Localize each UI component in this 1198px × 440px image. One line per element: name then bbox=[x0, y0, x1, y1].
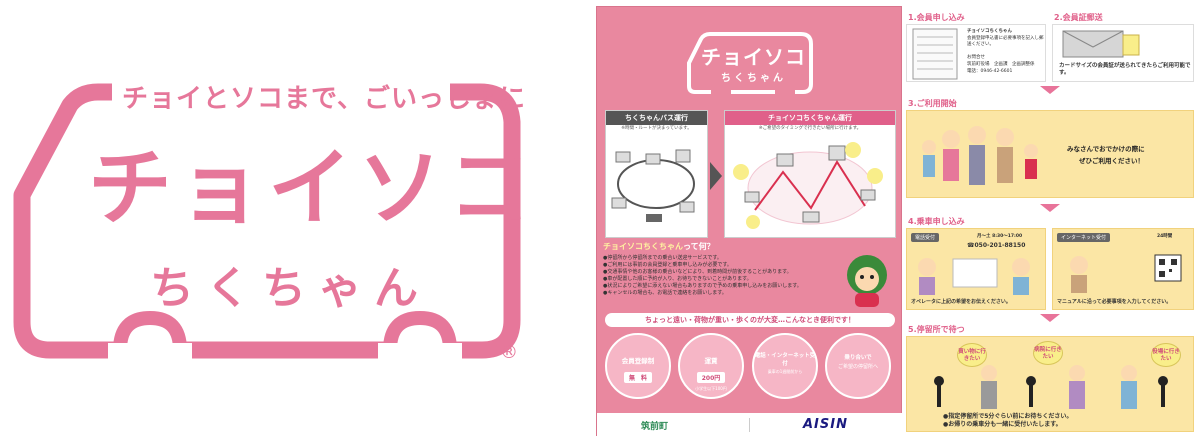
bus-route-sub: ※時間・ルートが決まっています。 bbox=[621, 126, 692, 131]
on-demand-route bbox=[733, 142, 883, 229]
feature-title: 乗り合いで bbox=[844, 355, 872, 361]
step-2-caption: カードサイズの会員証が送られてきたらご利用可能です。 bbox=[1059, 63, 1191, 76]
logo-tagline: チョイとソコまで、ごいっしょに bbox=[122, 84, 526, 114]
family-illustration-icon bbox=[922, 126, 1038, 185]
logo-subtitle: ちくちゃん bbox=[150, 263, 430, 314]
choisoko-route-panel: チョイソコちくちゃん運行 ※ご希望のタイミングで行きたい場所に行けます。 bbox=[724, 110, 896, 238]
feature-title: 運賃 bbox=[704, 357, 718, 365]
logo-title: チョイソコ bbox=[88, 139, 539, 237]
feature-note: 乗車の1週間前から bbox=[767, 369, 803, 374]
step-3-caption-2: ぜひご利用ください！ bbox=[1079, 157, 1144, 165]
flyer-footer: 筑前町 AISIN bbox=[597, 413, 903, 436]
car-shape-logo bbox=[13, 76, 521, 363]
feature-reception: 電話・インターネット受付 乗車の1週間前から bbox=[752, 333, 818, 399]
small-car-logo bbox=[687, 32, 813, 95]
choisoko-route-sub: ※ご希望のタイミングで行きたい場所に行けます。 bbox=[758, 126, 862, 131]
down-arrow-icon bbox=[1040, 86, 1060, 94]
step-1-title: 1.会員申し込み bbox=[908, 13, 965, 22]
step-4-title: 4.乗車申し込み bbox=[908, 217, 965, 226]
step-1-name: チョイソコちくちゃん bbox=[967, 29, 1012, 34]
phone-number: ☎050-201-88150 bbox=[967, 242, 1026, 249]
down-arrow-icon bbox=[1040, 204, 1060, 212]
internet-reception-tag: インターネット受付 bbox=[1057, 233, 1111, 242]
fixed-loop-route bbox=[611, 149, 695, 222]
step-3-caption-1: みなさんでおでかけの際に bbox=[1067, 145, 1145, 153]
small-logo-title: チョイソコ bbox=[701, 45, 806, 69]
bullet-line: ●状況によりご希望に添えない場合もありますので予めの乗車申し込みをお願いします。 bbox=[603, 283, 802, 289]
bullet-line: ●キャンセルの場合も、お電話で連絡をお願いします。 bbox=[603, 290, 727, 296]
internet-illustration-icon bbox=[1070, 254, 1182, 293]
down-arrow-icon bbox=[1040, 314, 1060, 322]
step-5-box: 買い物に行きたい 病院に行きたい 役場に行きたい ●指定停留所で5分ぐらい前にお… bbox=[906, 336, 1194, 432]
flyer-steps-panel: 1.会員申し込み チョイソコちくちゃん 会員登録申込書に必要事項を記入し郵送くだ… bbox=[902, 6, 1198, 436]
choisoko-route-title: チョイソコちくちゃん運行 bbox=[725, 111, 895, 125]
envelope-icon bbox=[1062, 30, 1140, 58]
phone-caption: オペレータに上記の希望をお伝えください。 bbox=[911, 299, 1011, 305]
step-3-title: 3.ご利用開始 bbox=[908, 99, 957, 108]
bubble-shopping: 買い物に行きたい bbox=[957, 343, 987, 367]
feature-title: 電話・インターネット受付 bbox=[754, 353, 816, 367]
step-5-title: 5.停留所で待つ bbox=[908, 325, 965, 334]
feature-membership: 会員登録制 無 料 bbox=[605, 333, 671, 399]
waiting-people-illustration-icon bbox=[934, 365, 1168, 409]
step-4-phone-box: 電話受付 月～土 8:30～17:00 ☎050-201-88150 オペレータ… bbox=[906, 228, 1046, 310]
convenient-banner: ちょっと遠い・荷物が重い・歩くのが大変…こんなとき便利です！ bbox=[605, 313, 895, 327]
step-1-contact-org: 筑前町役場 企画課 企画調整係 bbox=[967, 62, 1035, 67]
what-is-title-tail: って何？ bbox=[683, 242, 715, 251]
footer-divider bbox=[749, 418, 750, 432]
phone-reception-tag: 電話受付 bbox=[911, 233, 940, 242]
registered-mark: ® bbox=[500, 342, 518, 363]
bus-route-title: ちくちゃんバス運行 bbox=[606, 111, 707, 125]
step-5-note-2: ●お帰りの乗車分も一緒に受付いたします。 bbox=[943, 421, 1062, 428]
step-1-box: チョイソコちくちゃん 会員登録申込書に必要事項を記入し郵送ください。 お問合せ … bbox=[906, 24, 1046, 82]
step-2-box: カードサイズの会員証が送られてきたらご利用可能です。 bbox=[1052, 24, 1194, 82]
feature-fare: 運賃 200円 小学生以下100円 bbox=[678, 333, 744, 399]
what-is-title: チョイソコちくちゃんって何？ bbox=[603, 241, 897, 252]
internet-hours: 24時間 bbox=[1157, 234, 1173, 239]
step-4-net-box: インターネット受付 24時間 マニュアルに沿って必要事項を入力してください。 bbox=[1052, 228, 1194, 310]
step-1-contact-tel: 電話：0946-42-6601 bbox=[967, 69, 1013, 74]
feature-note: ご希望の停留所へ bbox=[837, 364, 878, 370]
bullet-line: ●ご利用には事前の会員登録と乗車申し込みが必要です。 bbox=[603, 262, 732, 268]
feature-shared-ride: 乗り合いで ご希望の停留所へ bbox=[825, 333, 891, 399]
step-1-note: 会員登録申込書に必要事項を記入し郵送ください。 bbox=[967, 36, 1044, 47]
internet-caption: マニュアルに沿って必要事項を入力してください。 bbox=[1057, 299, 1172, 305]
bubble-town-hall: 役場に行きたい bbox=[1151, 343, 1181, 367]
what-is-bullets: ●停留所から停留所までの乗合い送迎サービスです。 ●ご利用には事前の会員登録と乗… bbox=[603, 255, 897, 297]
mascot-icon bbox=[847, 255, 887, 307]
flyer: チョイソコ ちくちゃん ちくちゃんバス運行 ※時間・ルートが決まっています。 チ… bbox=[596, 6, 1198, 436]
phone-hours: 月～土 8:30～17:00 bbox=[977, 234, 1023, 239]
feature-title: 会員登録制 bbox=[621, 357, 655, 365]
aisin-logo: AISIN bbox=[803, 417, 848, 432]
bus-route-panel: ちくちゃんバス運行 ※時間・ルートが決まっています。 bbox=[605, 110, 708, 238]
feature-value: 200円 bbox=[696, 372, 726, 383]
what-is-title-main: チョイソコちくちゃん bbox=[603, 242, 683, 251]
small-logo-subtitle: ちくちゃん bbox=[721, 73, 786, 84]
step-3-box: みなさんでおでかけの際に ぜひご利用ください！ bbox=[906, 110, 1194, 198]
step-2-title: 2.会員証郵送 bbox=[1054, 13, 1103, 22]
step-5-note-1: ●指定停留所で5分ぐらい前にお待ちください。 bbox=[943, 413, 1073, 420]
town-logo: 筑前町 bbox=[641, 422, 669, 432]
application-form-icon bbox=[912, 28, 958, 80]
flyer-left-panel: チョイソコ ちくちゃん ちくちゃんバス運行 ※時間・ルートが決まっています。 チ… bbox=[596, 6, 903, 436]
big-logo: チョイとソコまで、ごいっしょに チョイソコ ちくちゃん ® bbox=[0, 0, 540, 440]
bullet-line: ●交通事情や他のお客様の乗合いなどにより、到着時間が前後することがあります。 bbox=[603, 269, 792, 275]
phone-operator-illustration-icon bbox=[918, 258, 1030, 295]
bubble-hospital: 病院に行きたい bbox=[1033, 341, 1063, 365]
route-arrow bbox=[710, 162, 722, 190]
bullet-line: ●車が配置した順に予約が入り、お待ちできないことがあります。 bbox=[603, 276, 752, 282]
feature-value: 無 料 bbox=[623, 372, 652, 383]
feature-note: 小学生以下100円 bbox=[695, 386, 727, 391]
step-1-contact-label: お問合せ bbox=[967, 55, 985, 60]
bullet-line: ●停留所から停留所までの乗合い送迎サービスです。 bbox=[603, 255, 722, 261]
what-is-section: チョイソコちくちゃんって何？ ●停留所から停留所までの乗合い送迎サービスです。 … bbox=[603, 241, 897, 307]
